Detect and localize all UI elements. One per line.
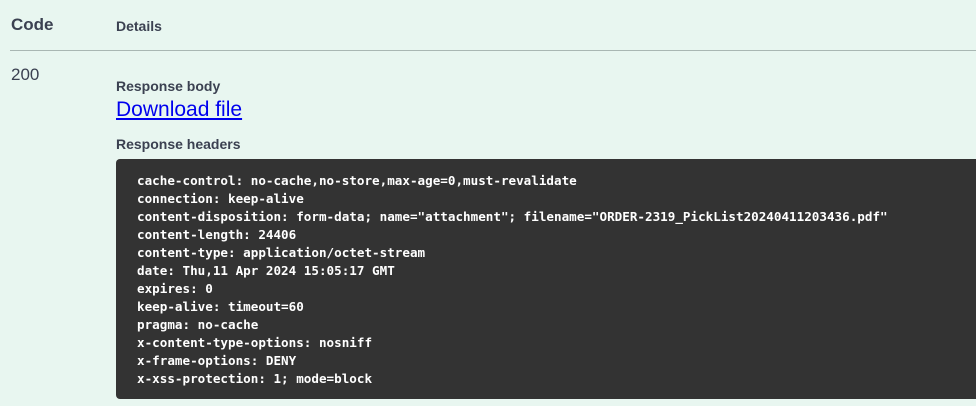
response-status-code: 200 — [11, 65, 40, 84]
header-line: x-xss-protection: 1; mode=block — [137, 371, 373, 386]
header-line: pragma: no-cache — [137, 317, 259, 332]
header-line: content-disposition: form-data; name="at… — [137, 209, 888, 224]
download-file-link[interactable]: Download file — [116, 98, 243, 121]
code-column-header: Code — [11, 15, 54, 34]
response-body-title: Response body — [116, 78, 221, 94]
responses-table-header: Code Details — [10, 0, 976, 51]
header-line: content-type: application/octet-stream — [137, 245, 426, 260]
header-line: keep-alive: timeout=60 — [137, 299, 304, 314]
header-line: x-frame-options: DENY — [137, 353, 297, 368]
details-column-header: Details — [116, 18, 162, 34]
header-line: expires: 0 — [137, 281, 213, 296]
header-line: connection: keep-alive — [137, 191, 304, 206]
header-line: x-content-type-options: nosniff — [137, 335, 373, 350]
header-line: content-length: 24406 — [137, 227, 297, 242]
response-headers-block[interactable]: cache-control: no-cache,no-store,max-age… — [116, 159, 976, 399]
response-headers-title: Response headers — [116, 136, 241, 152]
header-line: cache-control: no-cache,no-store,max-age… — [137, 173, 577, 188]
header-line: date: Thu,11 Apr 2024 15:05:17 GMT — [137, 263, 395, 278]
